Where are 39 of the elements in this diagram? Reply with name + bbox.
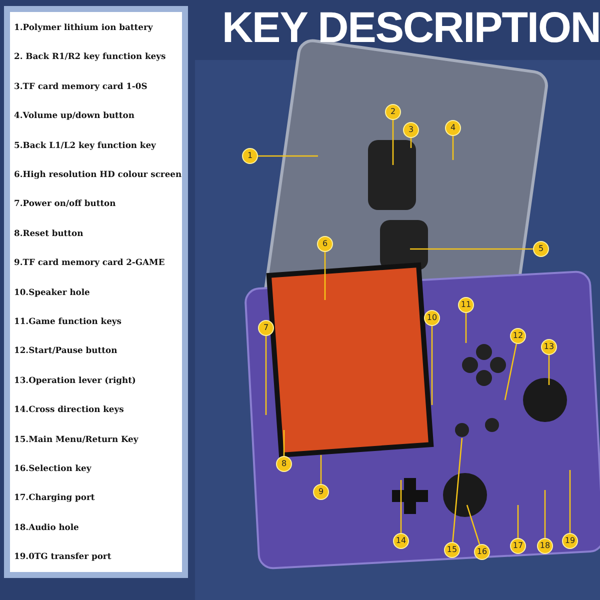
legend-text: 13.Operation lever (right) — [14, 374, 136, 385]
legend-text: 3.TF card memory card 1-0S — [14, 80, 148, 91]
legend-text: 5.Back L1/L2 key function key — [14, 140, 156, 150]
leader-line — [548, 355, 550, 385]
legend-text: 1.Polymer lithium ion battery — [14, 22, 153, 32]
leader-line — [392, 120, 394, 165]
leader-line — [265, 336, 267, 415]
legend-text: 6.High resolution HD colour screen — [14, 169, 182, 179]
leader-line — [504, 344, 518, 400]
leader-line — [324, 252, 326, 300]
legend-text: 16.Selection key — [14, 463, 92, 473]
legend-text: 9.TF card memory card 2-GAME — [14, 257, 165, 268]
legend-text: 10.Speaker hole — [14, 286, 90, 297]
leader-line — [465, 313, 467, 343]
leader-line — [452, 136, 454, 160]
legend-text: 8.Reset button — [14, 228, 84, 238]
legend-text: 19.0TG transfer port — [14, 551, 112, 562]
leader-line — [258, 155, 318, 157]
leader-line — [452, 438, 463, 542]
legend-text: 2. Back R1/R2 key function keys — [14, 51, 166, 62]
legend-text: 12.Start/Pause button — [14, 345, 118, 356]
legend-text: 15.Main Menu/Return Key — [14, 434, 138, 444]
leader-line — [320, 455, 322, 484]
legend-text: 14.Cross direction keys — [14, 404, 124, 414]
leader-line — [544, 490, 546, 538]
leader-line — [466, 504, 480, 545]
legend-text: 4.Volume up/down button — [14, 110, 134, 120]
leader-line — [410, 248, 533, 250]
leader-line — [400, 480, 402, 533]
legend-text: 11.Game function keys — [14, 316, 122, 326]
leader-line — [569, 470, 571, 533]
leader-line — [283, 430, 285, 456]
legend-text: 7.Power on/off button — [14, 198, 116, 208]
legend-text: 17.Charging port — [14, 492, 95, 502]
title: KEY DESCRIPTION — [222, 4, 600, 53]
leader-line — [431, 326, 433, 405]
legend-text: 18.Audio hole — [14, 522, 79, 532]
leader-line — [517, 505, 519, 538]
leader-line — [410, 138, 412, 148]
